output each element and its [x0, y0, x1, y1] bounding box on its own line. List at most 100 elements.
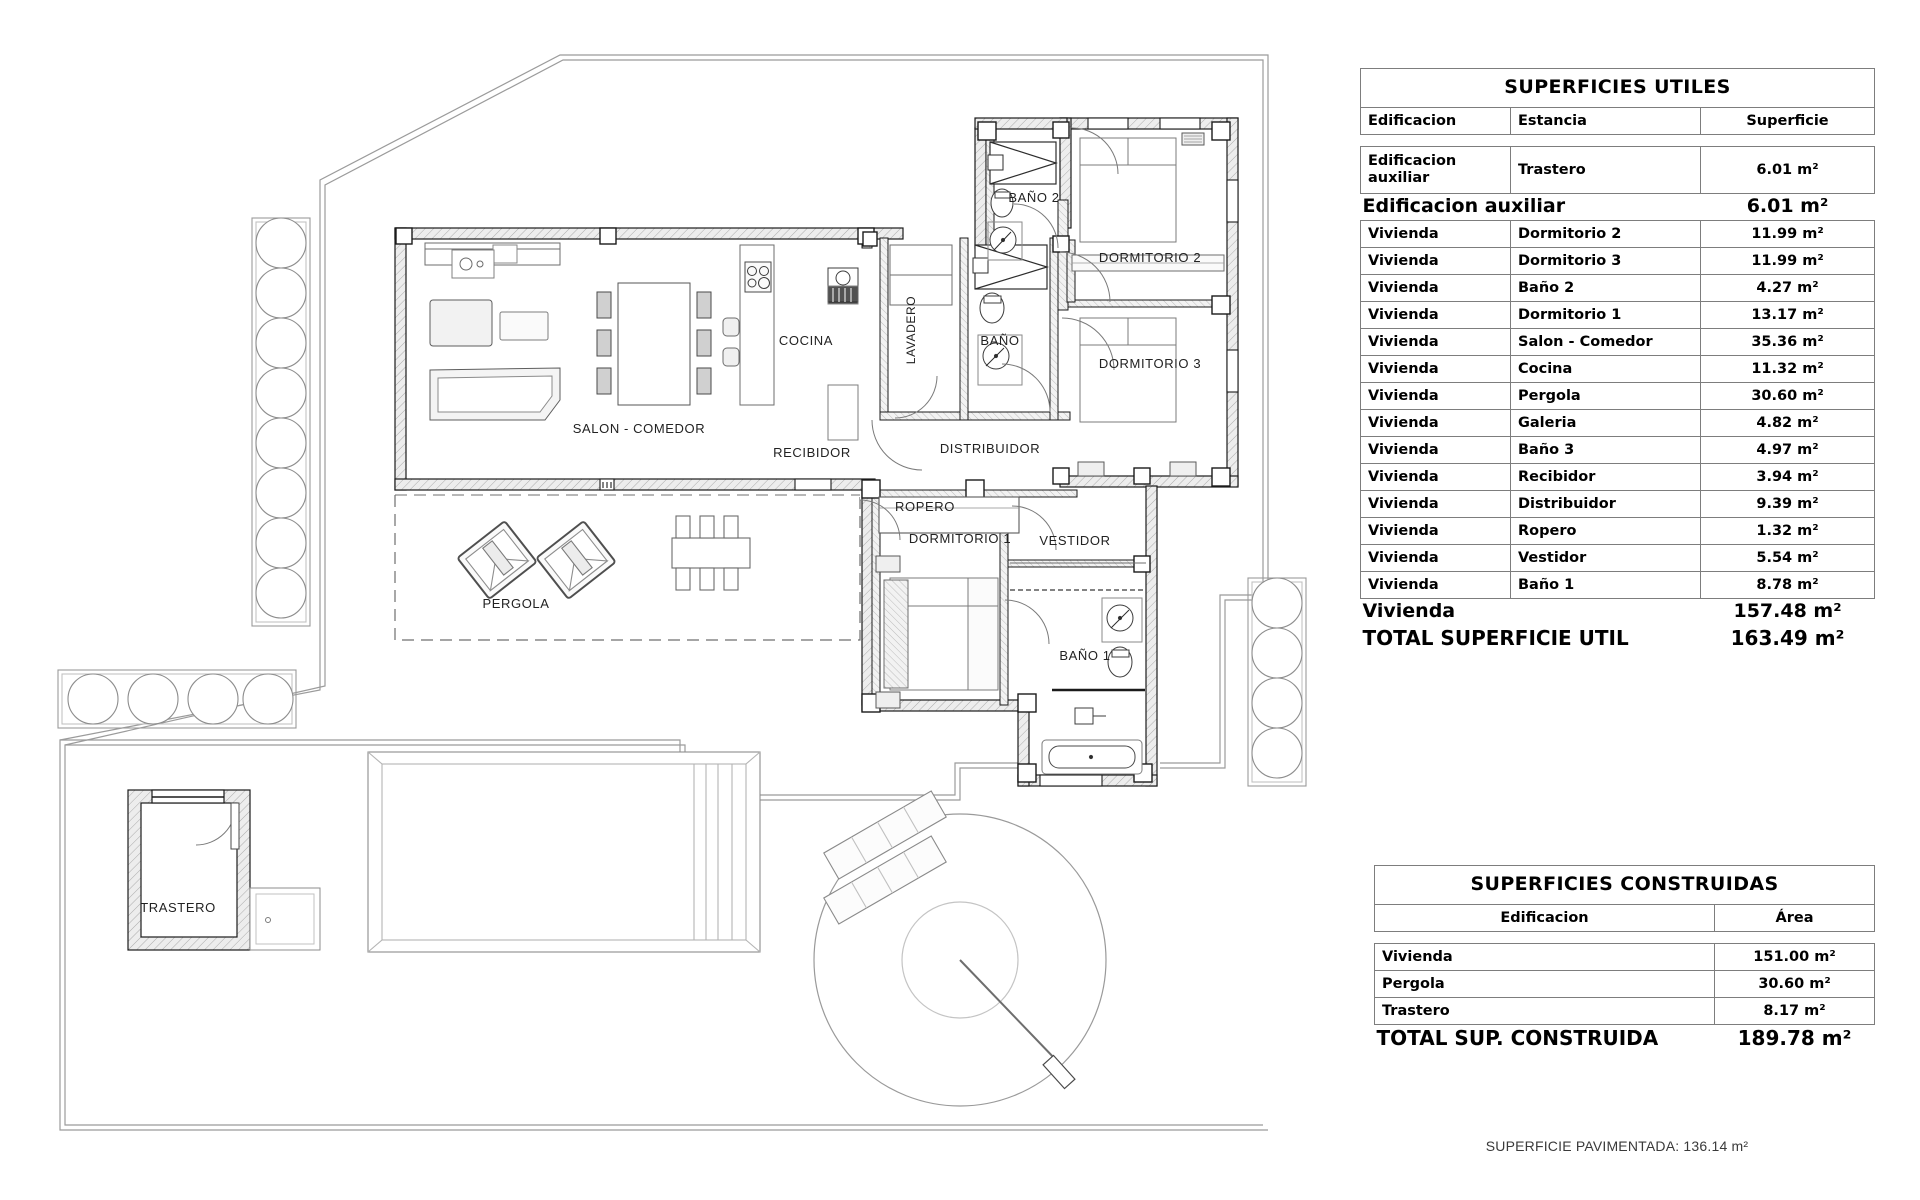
subtotal-value-aux: 6.01 m² — [1700, 193, 1875, 221]
table-row: Vivienda 151.00 m² — [1374, 943, 1875, 971]
cell-superficie: 11.99 m² — [1699, 220, 1876, 248]
subtotal-label-aux: Edificacion auxiliar — [1360, 193, 1701, 221]
table-row: Vivienda Vestidor 5.54 m² — [1360, 544, 1876, 572]
subtotal-row-aux: Edificacion auxiliar 6.01 m² — [1360, 193, 1875, 221]
cell-superficie: 6.01 m² — [1699, 146, 1876, 194]
cell-estancia: Recibidor — [1510, 463, 1701, 491]
cell-edificacion: Vivienda — [1360, 328, 1511, 356]
cell-superficie: 8.78 m² — [1699, 571, 1876, 599]
planter-right — [1247, 577, 1307, 787]
room-label-vestidor: VESTIDOR — [1039, 533, 1110, 548]
lavadero-fixtures — [889, 244, 953, 419]
room-label-salon: SALON - COMEDOR — [573, 421, 706, 436]
spacer-cell — [1375, 932, 1875, 944]
cocina-furniture — [722, 244, 859, 441]
cell-area: 8.17 m² — [1714, 997, 1875, 1025]
total-row-construidas: TOTAL SUP. CONSTRUIDA 189.78 m² — [1374, 1024, 1875, 1052]
cell-superficie: 4.97 m² — [1699, 436, 1876, 464]
cell-superficie: 11.32 m² — [1699, 355, 1876, 383]
exterior-wall-hatch — [394, 117, 1239, 787]
window-marks — [599, 117, 1239, 787]
cell-estancia: Baño 3 — [1510, 436, 1701, 464]
planter-left — [251, 217, 311, 627]
cell-estancia: Salon - Comedor — [1510, 328, 1701, 356]
room-label-trastero: TRASTERO — [140, 900, 216, 915]
table-row: Vivienda Dormitorio 3 11.99 m² — [1360, 247, 1876, 275]
room-label-dormitorio2: DORMITORIO 2 — [1099, 250, 1201, 265]
bano2-fixtures — [987, 141, 1059, 261]
room-label-distribuidor: DISTRIBUIDOR — [940, 441, 1040, 456]
total-label-utiles: TOTAL SUPERFICIE UTIL — [1360, 625, 1701, 652]
cell-edificacion: Vivienda — [1360, 274, 1511, 302]
table-title-row: SUPERFICIES CONSTRUIDAS — [1374, 865, 1875, 905]
bano1-fixtures — [1004, 505, 1146, 775]
table-title-construidas: SUPERFICIES CONSTRUIDAS — [1374, 865, 1875, 905]
dormitorio2-furniture — [1079, 132, 1205, 243]
floor-plan: SALON - COMEDOR COCINA LAVADERO BAÑO BAÑ… — [57, 54, 1307, 1131]
cell-estancia: Dormitorio 1 — [1510, 301, 1701, 329]
table-row: Pergola 30.60 m² — [1374, 970, 1875, 998]
total-value-construidas: 189.78 m² — [1714, 1024, 1875, 1052]
dormitorio3-furniture — [1059, 251, 1225, 477]
room-label-lavadero: LAVADERO — [904, 296, 918, 364]
bano-fixtures — [972, 244, 1051, 413]
room-label-dormitorio3: DORMITORIO 3 — [1099, 356, 1201, 371]
cell-superficie: 1.32 m² — [1699, 517, 1876, 545]
cell-estancia: Cocina — [1510, 355, 1701, 383]
table-title-row: SUPERFICIES UTILES — [1359, 68, 1876, 108]
door-swings — [859, 127, 1119, 541]
subtotal-value-vivienda: 157.48 m² — [1700, 598, 1875, 625]
cell-edificacion: Vivienda — [1374, 943, 1715, 971]
subtotal-label-vivienda: Vivienda — [1360, 598, 1701, 625]
cell-superficie: 30.60 m² — [1699, 382, 1876, 410]
loungers — [823, 790, 947, 925]
salon-furniture — [424, 242, 712, 421]
table-row: Vivienda Baño 2 4.27 m² — [1360, 274, 1876, 302]
table-superficies-construidas: SUPERFICIES CONSTRUIDAS Edificacion Área… — [1374, 865, 1875, 1052]
table-row: Trastero 8.17 m² — [1374, 997, 1875, 1025]
total-value-utiles: 163.49 m² — [1700, 625, 1875, 652]
spacer-row — [1361, 135, 1875, 147]
table-title-utiles: SUPERFICIES UTILES — [1359, 68, 1876, 108]
header-superficie: Superficie — [1699, 107, 1876, 135]
spacer-cell — [1361, 135, 1875, 147]
table-row: Vivienda Salon - Comedor 35.36 m² — [1360, 328, 1876, 356]
surface-schedules: SUPERFICIES UTILES Edificacion Estancia … — [1359, 0, 1920, 1200]
table-row: Edificacion auxiliar Trastero 6.01 m² — [1360, 146, 1876, 194]
header-edificacion: Edificacion — [1360, 107, 1511, 135]
cell-area: 151.00 m² — [1714, 943, 1875, 971]
cell-edificacion: Vivienda — [1360, 436, 1511, 464]
cell-edificacion: Vivienda — [1360, 247, 1511, 275]
room-label-cocina: COCINA — [779, 333, 833, 348]
cell-estancia: Dormitorio 2 — [1510, 220, 1701, 248]
table-row: Vivienda Pergola 30.60 m² — [1360, 382, 1876, 410]
swimming-pool — [367, 751, 761, 953]
table-row: Vivienda Cocina 11.32 m² — [1360, 355, 1876, 383]
cell-estancia: Baño 2 — [1510, 274, 1701, 302]
cell-superficie: 35.36 m² — [1699, 328, 1876, 356]
ropero-furniture — [878, 496, 1020, 534]
cell-edificacion: Vivienda — [1360, 463, 1511, 491]
total-label-construidas: TOTAL SUP. CONSTRUIDA — [1374, 1024, 1715, 1052]
plot-boundary — [59, 54, 1269, 1131]
cell-edificacion: Vivienda — [1360, 490, 1511, 518]
cell-edificacion: Vivienda — [1360, 571, 1511, 599]
room-label-ropero: ROPERO — [895, 499, 955, 514]
cell-edificacion: Vivienda — [1360, 355, 1511, 383]
cell-estancia: Ropero — [1510, 517, 1701, 545]
cell-superficie: 4.27 m² — [1699, 274, 1876, 302]
pergola-furniture — [457, 515, 751, 599]
dormitorio1-furniture — [875, 555, 999, 709]
cell-estancia: Galeria — [1510, 409, 1701, 437]
cell-edificacion: Edificacion auxiliar — [1360, 146, 1511, 194]
planter-bottom-left — [57, 669, 297, 729]
total-row-utiles: TOTAL SUPERFICIE UTIL 163.49 m² — [1360, 625, 1875, 652]
room-label-pergola: PERGOLA — [482, 596, 549, 611]
cell-estancia: Trastero — [1510, 146, 1701, 194]
table-row: Vivienda Recibidor 3.94 m² — [1360, 463, 1876, 491]
table-row: Vivienda Galeria 4.82 m² — [1360, 409, 1876, 437]
header-estancia: Estancia — [1510, 107, 1701, 135]
pergola-zone — [394, 494, 861, 641]
header-area: Área — [1714, 904, 1875, 932]
room-label-bano1: BAÑO 1 — [1059, 648, 1110, 663]
